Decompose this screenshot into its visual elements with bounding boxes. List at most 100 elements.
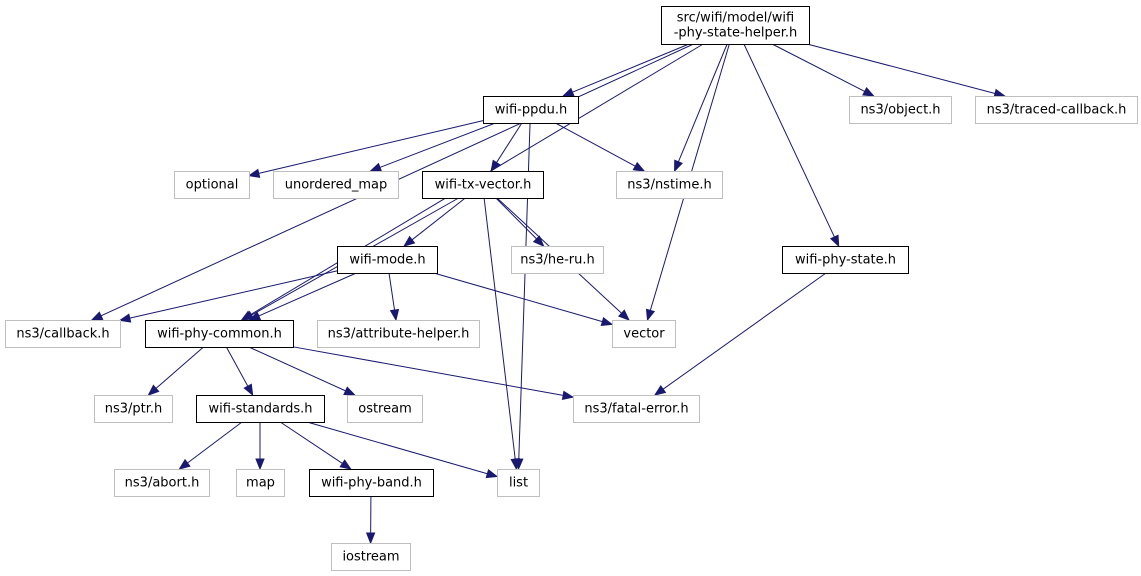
node-wifi-ppdu[interactable]: wifi-ppdu.h bbox=[483, 96, 579, 124]
node-ns3-he-ru: ns3/he-ru.h bbox=[511, 246, 604, 274]
nodes-layer: src/wifi/model/wifi-phy-state-helper.h wi… bbox=[5, 6, 1138, 571]
edge-line bbox=[662, 272, 827, 390]
edge-wifi-tx-vector-to-ns3-he-ru bbox=[495, 197, 545, 247]
node-ns3-abort: ns3/abort.h bbox=[114, 469, 210, 497]
node-box bbox=[236, 469, 285, 497]
edge-root-to-ns3-traced-callback bbox=[808, 43, 1007, 98]
edge-line bbox=[225, 346, 249, 387]
node-label: optional bbox=[186, 178, 239, 193]
node-wifi-phy-band[interactable]: wifi-phy-band.h bbox=[309, 469, 434, 497]
edge-root-to-ns3-object bbox=[771, 43, 875, 97]
arrow-head-icon bbox=[403, 235, 416, 247]
node-box bbox=[5, 320, 121, 348]
edge-line bbox=[555, 122, 636, 167]
node-optional: optional bbox=[174, 171, 250, 199]
node-label: ns3/traced-callback.h bbox=[987, 103, 1127, 118]
arrow-head-icon bbox=[369, 162, 383, 172]
edge-root-to-wifi-phy-state bbox=[743, 43, 840, 248]
node-root[interactable]: src/wifi/model/wifi-phy-state-helper.h bbox=[661, 6, 810, 45]
edge-line bbox=[433, 272, 603, 323]
node-wifi-tx-vector[interactable]: wifi-tx-vector.h bbox=[422, 171, 544, 199]
edge-line bbox=[483, 197, 516, 460]
edge-wifi-mode-to-vector bbox=[433, 272, 614, 327]
edge-wifi-mode-to-ns3-attribute-helper bbox=[388, 272, 400, 322]
arrow-head-icon bbox=[389, 308, 400, 322]
edge-line bbox=[187, 421, 243, 464]
node-box bbox=[511, 246, 604, 274]
node-label: ns3/nstime.h bbox=[627, 178, 711, 193]
node-box bbox=[422, 171, 544, 199]
node-label: src/wifi/model/wifi bbox=[677, 11, 794, 26]
edge-root-to-wifi-ppdu bbox=[561, 43, 690, 97]
edge-wifi-tx-vector-to-list bbox=[483, 197, 520, 471]
arrow-head-icon bbox=[561, 87, 575, 97]
edge-line bbox=[258, 120, 484, 174]
node-label: ns3/callback.h bbox=[16, 327, 109, 342]
node-box bbox=[337, 246, 438, 274]
arrow-head-icon bbox=[147, 384, 160, 396]
node-label: ns3/fatal-error.h bbox=[584, 402, 688, 417]
arrow-head-icon bbox=[255, 458, 265, 471]
node-ns3-object: ns3/object.h bbox=[849, 96, 952, 124]
node-ns3-attribute-helper: ns3/attribute-helper.h bbox=[317, 320, 480, 348]
node-unordered-map: unordered_map bbox=[273, 171, 399, 199]
arrow-head-icon bbox=[343, 386, 356, 396]
edge-wifi-standards-to-ns3-abort bbox=[178, 421, 243, 470]
edge-wifi-phy-band-to-iostream bbox=[365, 495, 376, 545]
node-box bbox=[145, 320, 294, 348]
node-ns3-traced-callback: ns3/traced-callback.h bbox=[975, 96, 1138, 124]
arrow-head-icon bbox=[674, 159, 683, 173]
node-box bbox=[573, 395, 700, 423]
node-box bbox=[347, 395, 423, 423]
arrow-head-icon bbox=[243, 383, 254, 397]
edge-line bbox=[496, 122, 523, 163]
arrow-head-icon bbox=[632, 161, 646, 172]
arrow-head-icon bbox=[178, 458, 191, 470]
edge-line bbox=[388, 272, 396, 311]
node-box bbox=[975, 96, 1138, 124]
edge-wifi-standards-to-list bbox=[306, 421, 499, 479]
node-box bbox=[94, 395, 173, 423]
edge-wifi-standards-to-wifi-phy-band bbox=[279, 421, 352, 470]
node-label: ns3/abort.h bbox=[125, 476, 200, 491]
node-box bbox=[497, 469, 540, 497]
node-wifi-phy-common[interactable]: wifi-phy-common.h bbox=[145, 320, 294, 348]
arrow-head-icon bbox=[365, 532, 376, 545]
node-label: wifi-tx-vector.h bbox=[435, 178, 532, 193]
node-box bbox=[317, 320, 480, 348]
edge-line bbox=[808, 43, 996, 94]
node-label: wifi-phy-band.h bbox=[321, 476, 422, 491]
edge-wifi-tx-vector-to-wifi-mode bbox=[403, 197, 466, 247]
node-label: wifi-standards.h bbox=[209, 402, 313, 417]
node-ostream: ostream bbox=[347, 395, 423, 423]
edge-line bbox=[129, 270, 338, 319]
arrow-head-icon bbox=[617, 309, 630, 321]
node-vector: vector bbox=[612, 320, 676, 348]
node-label: ns3/attribute-helper.h bbox=[328, 327, 470, 342]
arrow-head-icon bbox=[490, 159, 501, 173]
arrow-head-icon bbox=[862, 86, 875, 97]
edge-wifi-phy-common-to-ns3-ptr bbox=[147, 346, 204, 396]
edge-line bbox=[411, 197, 466, 241]
edge-line bbox=[248, 346, 346, 392]
node-label: map bbox=[246, 476, 275, 491]
edge-wifi-ppdu-to-ns3-nstime bbox=[555, 122, 646, 172]
node-wifi-mode[interactable]: wifi-mode.h bbox=[337, 246, 438, 274]
node-ns3-nstime: ns3/nstime.h bbox=[616, 171, 723, 199]
node-label: wifi-mode.h bbox=[349, 253, 425, 268]
edge-wifi-mode-to-ns3-callback bbox=[118, 270, 338, 323]
node-box bbox=[196, 395, 325, 423]
edge-wifi-phy-common-to-ns3-fatal-error bbox=[292, 346, 575, 400]
edge-line bbox=[279, 421, 343, 464]
node-list: list bbox=[497, 469, 540, 497]
edge-line bbox=[379, 122, 496, 168]
node-label: ns3/he-ru.h bbox=[520, 253, 595, 268]
arrow-head-icon bbox=[510, 458, 520, 471]
node-wifi-phy-state[interactable]: wifi-phy-state.h bbox=[782, 246, 909, 274]
node-wifi-standards[interactable]: wifi-standards.h bbox=[196, 395, 325, 423]
arrow-head-icon bbox=[485, 469, 499, 479]
node-box bbox=[114, 469, 210, 497]
arrow-head-icon bbox=[339, 459, 352, 470]
edge-wifi-mode-to-wifi-phy-common bbox=[248, 272, 357, 321]
